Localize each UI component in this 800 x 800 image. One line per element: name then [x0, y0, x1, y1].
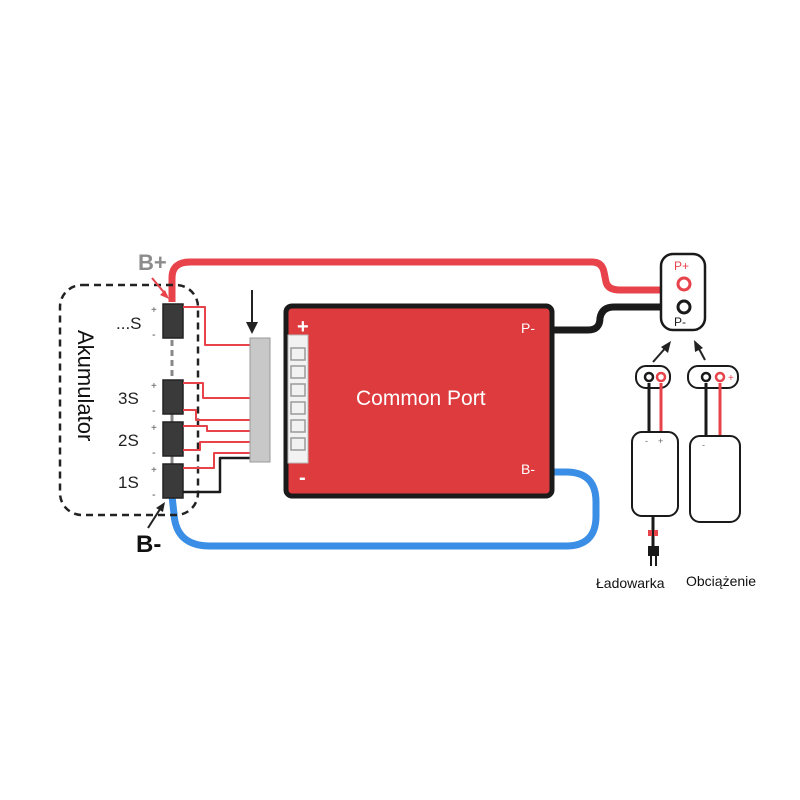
connector-arrow-head	[246, 322, 258, 334]
board-plus-label: +	[297, 316, 309, 338]
b-plus-wire	[168, 258, 676, 302]
load-label: Obciążenie	[686, 573, 756, 589]
bms-board	[283, 303, 555, 499]
cell-s: ...S + -	[116, 303, 184, 341]
board-p-minus-label: P-	[521, 320, 535, 336]
cell-2s-plus: +	[151, 423, 157, 434]
battery-pack-outline	[58, 283, 200, 517]
cell-3s-label: 3S	[118, 389, 139, 408]
cell-2s-minus: -	[152, 447, 156, 459]
cell-s-plus: +	[151, 305, 157, 316]
board-b-minus-label: B-	[521, 461, 535, 477]
b-plus-arrow-head	[160, 290, 169, 299]
cell-1s-minus: -	[152, 489, 156, 501]
terminal-p-minus	[676, 299, 692, 315]
b-minus-label: B-	[136, 531, 161, 558]
output-terminal-block	[659, 252, 707, 332]
cell-s-minus: -	[152, 329, 156, 341]
cell-3s: 3S + -	[118, 379, 184, 417]
load-minus-mark: -	[702, 440, 705, 450]
b-minus-arrow-head	[156, 502, 165, 512]
cell-1s-plus: +	[151, 465, 157, 476]
board-title: Common Port	[356, 387, 486, 410]
load-device: + -	[687, 365, 741, 523]
charger-label: Ładowarka	[596, 575, 665, 591]
b-minus-wire	[168, 468, 600, 550]
charger-device: - +	[631, 365, 679, 566]
load-plus-mark: +	[728, 373, 734, 384]
cell-2s-label: 2S	[118, 431, 139, 450]
cell-1s-label: 1S	[118, 473, 139, 492]
terminal-p-minus-label: P-	[674, 315, 686, 329]
board-minus-label: -	[299, 467, 306, 489]
terminal-p-plus	[676, 276, 692, 292]
load-up-arrow-head	[694, 340, 703, 352]
cell-s-label: ...S	[116, 314, 142, 333]
charger-up-arrow-head	[661, 341, 671, 353]
balance-connector-plug	[249, 337, 271, 463]
cell-2s: 2S + -	[118, 421, 184, 459]
cell-3s-minus: -	[152, 405, 156, 417]
charger-plus-mark: +	[658, 436, 663, 446]
cell-3s-plus: +	[151, 381, 157, 392]
balance-socket	[287, 334, 309, 464]
b-plus-label: B+	[138, 250, 167, 275]
charger-minus-mark: -	[645, 436, 648, 446]
p-minus-wire	[552, 303, 676, 334]
balance-leads	[183, 306, 250, 494]
battery-label: Akumulator	[73, 330, 98, 441]
cell-1s: 1S + -	[118, 463, 184, 501]
terminal-p-plus-label: P+	[674, 259, 689, 273]
